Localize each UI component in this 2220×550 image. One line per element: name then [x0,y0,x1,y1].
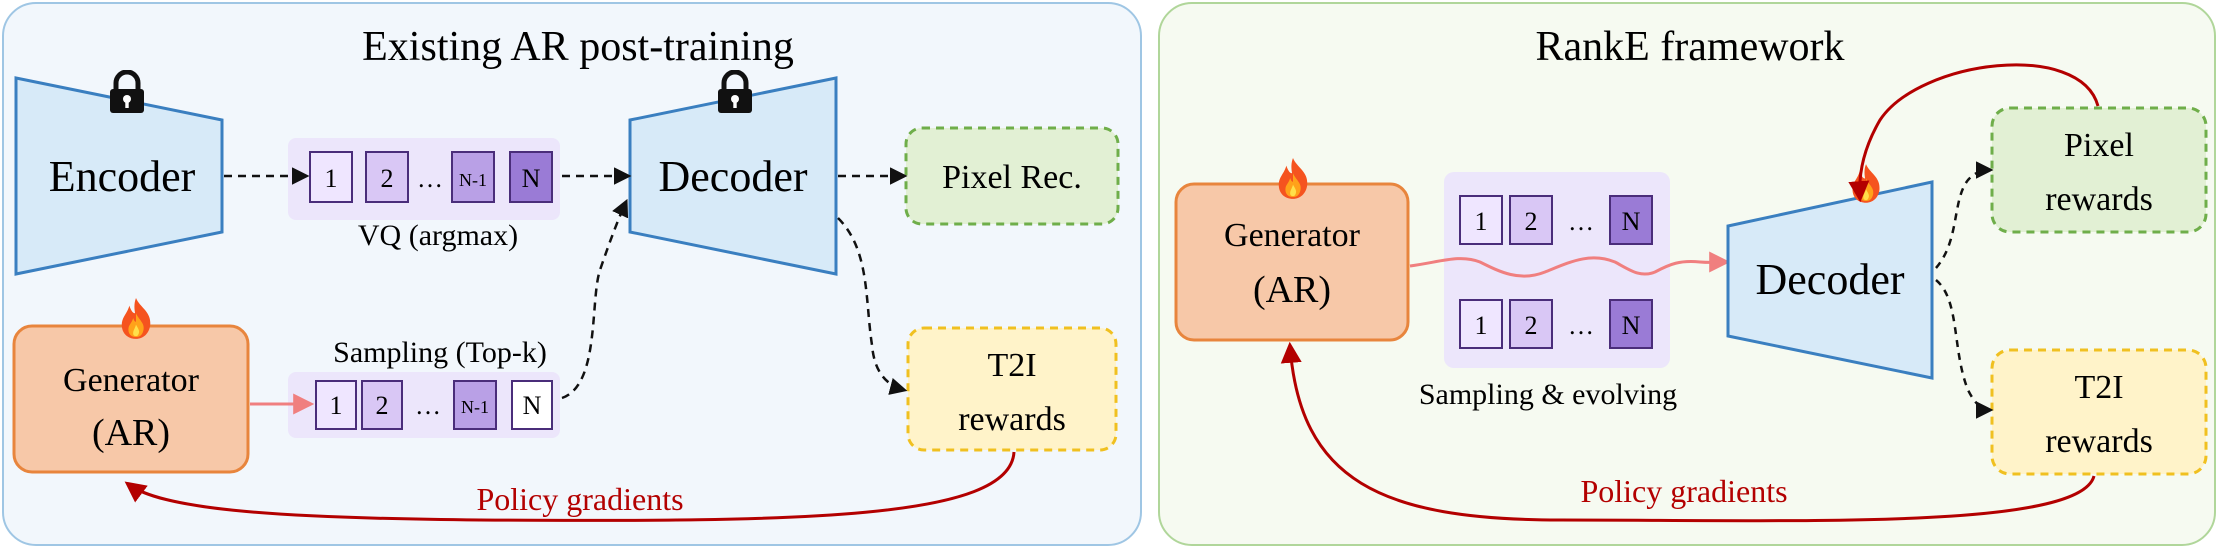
lock-icon [718,72,752,113]
vq-token-strip: 1 2 … N-1 N [288,138,560,220]
pixel-rewards-label: rewards [2045,181,2153,218]
sampling-caption: Sampling (Top-k) [333,336,547,369]
vq-token: 2 [381,164,394,193]
policy-gradients-label: Policy gradients [476,481,683,517]
decoder-block: Decoder [628,76,838,276]
token-bottom: … [1568,311,1594,340]
sample-token: 1 [330,391,343,420]
t2i-label: T2I [2074,369,2123,406]
token-top: 2 [1525,207,1538,236]
policy-gradient-arrow [124,451,1016,522]
decoder-label: Decoder [658,152,807,201]
token-bottom: 2 [1525,311,1538,340]
generator-block: Generator (AR) [12,324,250,474]
sampling-token-strip: 1 2 … N-1 N [288,372,560,438]
decoder-label: Decoder [1755,255,1904,304]
t2i-label: T2I [987,347,1036,384]
pixel-rewards-box: Pixel rewards [1990,106,2208,234]
sample-token: 2 [376,391,389,420]
fire-icon [1852,164,1880,203]
sample-token: … [415,391,441,420]
arrow-decoder-to-t2i [837,217,908,395]
generator-label: (AR) [1253,269,1331,311]
vq-caption: VQ (argmax) [358,219,518,252]
generator-label: Generator [63,362,200,399]
vq-token: … [417,164,443,193]
token-bottom: N [1622,311,1641,340]
generator-block-ranke: Generator (AR) [1174,182,1410,342]
pixel-rec-box: Pixel Rec. [904,126,1120,226]
token-bottom: 1 [1475,311,1488,340]
vq-token: 1 [325,164,338,193]
pixel-to-decoder-feedback-arrow [1848,63,2100,203]
t2i-rewards-box: T2I rewards [906,326,1118,452]
encoder-block: Encoder [14,76,224,276]
t2i-label: rewards [2045,423,2153,460]
t2i-label: rewards [958,401,1066,438]
decoder-block-ranke: Decoder [1726,180,1934,380]
vq-token: N [522,164,541,193]
wavy-sample-arrow [1409,251,1731,278]
lock-icon [110,72,144,113]
left-title: Existing AR post-training [362,24,794,70]
policy-gradients-label: Policy gradients [1580,473,1787,509]
fire-icon [1278,158,1308,199]
generator-label: Generator [1224,217,1361,254]
sampling-evolving-caption: Sampling & evolving [1419,378,1677,411]
right-title: RankE framework [1535,24,1844,70]
token-top: 1 [1475,207,1488,236]
arrow-sample-to-decoder [561,198,629,400]
arrow-decoder-to-pixel-rewards [1935,161,1994,269]
token-top: … [1568,207,1594,236]
encoder-label: Encoder [49,152,196,201]
sampling-token-strips: 1 2 … N 1 2 … N [1444,172,1670,368]
policy-gradient-arrow-ranke [1280,341,2096,523]
sample-token: N [523,391,542,420]
pixel-rec-label: Pixel Rec. [942,159,1082,196]
pixel-rewards-label: Pixel [2064,127,2134,164]
fire-icon [121,298,151,339]
sample-token: N-1 [461,397,489,417]
arrow-decoder-to-t2i-rewards [1935,279,1994,419]
t2i-rewards-box-ranke: T2I rewards [1990,348,2208,476]
token-top: N [1622,207,1641,236]
generator-label: (AR) [92,412,170,454]
vq-token: N-1 [459,170,487,190]
